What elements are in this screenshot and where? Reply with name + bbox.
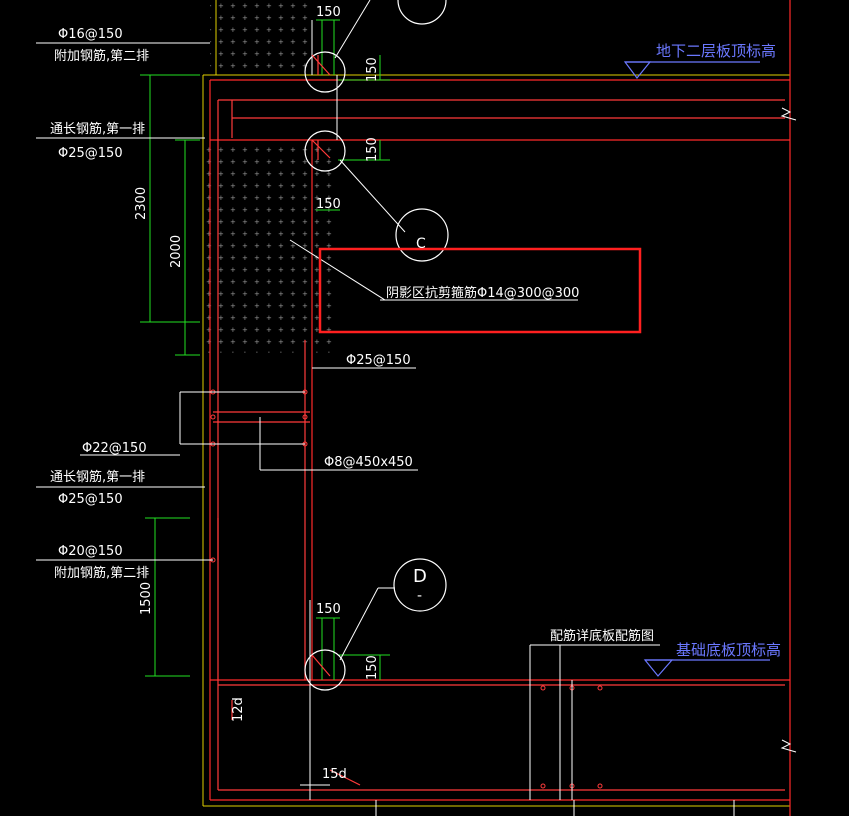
dim-1500: 1500 xyxy=(139,582,154,615)
highlight-box[interactable] xyxy=(318,247,642,334)
break-lines xyxy=(375,107,797,816)
dim-12d: 12d xyxy=(231,697,246,722)
elevation-markers xyxy=(623,61,770,677)
label-top-phi16: Φ16@150 xyxy=(58,27,123,42)
dim-150-f: 150 xyxy=(365,655,380,680)
dim-2300: 2300 xyxy=(134,187,149,220)
concrete-outline xyxy=(209,0,791,816)
rebar-lines xyxy=(213,55,785,791)
label-slab-note: 配筋详底板配筋图 xyxy=(550,628,654,644)
elevation-label-top: 地下二层板顶标高 xyxy=(656,42,776,60)
hatch-zone-top xyxy=(210,0,310,75)
callout-circles xyxy=(304,0,449,691)
label-phi22: Φ22@150 xyxy=(82,441,147,456)
dimension-lines xyxy=(140,19,390,680)
callout-c-letter: C xyxy=(416,236,426,252)
rebar-dots xyxy=(210,389,603,789)
callout-hooks xyxy=(311,54,331,677)
label-top-add-2nd: 附加钢筋,第二排 xyxy=(54,48,149,64)
boundary-lines xyxy=(202,0,790,807)
dim-150-a: 150 xyxy=(316,5,341,20)
dim-150-b: 150 xyxy=(365,57,380,82)
label-shear-note: 阴影区抗剪箍筋Φ14@300@300 xyxy=(386,285,579,301)
label-through-1st-b: 通长钢筋,第一排 xyxy=(50,469,145,485)
dim-2000: 2000 xyxy=(169,235,184,268)
leader-lines xyxy=(36,0,660,800)
callout-d-sub: - xyxy=(417,588,422,604)
dim-150-c: 150 xyxy=(365,137,380,162)
dim-150-e: 150 xyxy=(316,602,341,617)
label-through-phi25-b: Φ25@150 xyxy=(58,492,123,507)
label-phi25-mid: Φ25@150 xyxy=(346,353,411,368)
label-phi8: Φ8@450x450 xyxy=(324,455,413,470)
label-add-2nd-b: 附加钢筋,第二排 xyxy=(54,565,149,581)
callout-d-letter: D xyxy=(413,566,427,587)
elevation-label-base: 基础底板顶标高 xyxy=(676,641,781,659)
dim-15d: 15d xyxy=(322,767,347,782)
label-through-phi25-a: Φ25@150 xyxy=(58,146,123,161)
dim-150-d: 150 xyxy=(316,197,341,212)
hatch-zone-shear xyxy=(205,140,338,353)
label-through-1st-a: 通长钢筋,第一排 xyxy=(50,121,145,137)
label-phi20: Φ20@150 xyxy=(58,544,123,559)
